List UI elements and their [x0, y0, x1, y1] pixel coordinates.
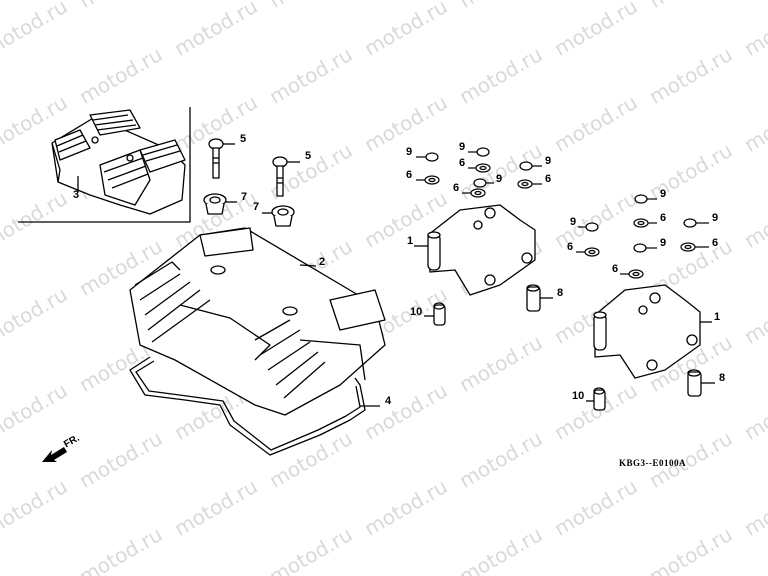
callout-2: 2 — [319, 256, 326, 268]
rocker-holder-left — [414, 204, 536, 296]
callout-9: 9 — [570, 216, 577, 228]
callout-9: 9 — [406, 146, 413, 158]
seal-7a — [203, 193, 237, 215]
callout-5: 5 — [305, 150, 312, 162]
callout-3: 3 — [73, 189, 80, 201]
gasket — [129, 356, 380, 456]
callout-6: 6 — [453, 182, 460, 194]
fasteners — [416, 147, 709, 279]
callout-7: 7 — [241, 191, 248, 203]
bolt-5a — [208, 138, 235, 179]
callout-9: 9 — [545, 155, 552, 167]
callout-9: 9 — [660, 237, 667, 249]
callout-6: 6 — [545, 173, 552, 185]
inset-frame — [18, 107, 191, 223]
callout-1: 1 — [407, 235, 414, 247]
dowel-8-right — [687, 369, 715, 397]
rocker-holder-right — [593, 284, 712, 379]
dowel-8-left — [526, 284, 553, 312]
callout-8: 8 — [719, 372, 726, 384]
callout-10: 10 — [410, 306, 423, 318]
callout-5: 5 — [240, 133, 247, 145]
callout-6: 6 — [459, 157, 466, 169]
callout-6: 6 — [567, 241, 574, 253]
callout-10: 10 — [572, 390, 585, 402]
seal-7b — [262, 205, 295, 227]
callout-9: 9 — [660, 188, 667, 200]
callout-9: 9 — [459, 141, 466, 153]
front-arrow-icon — [42, 447, 67, 462]
dowel-10-right — [586, 387, 606, 411]
head-cover — [129, 227, 386, 416]
drawing-code: KBG3--E0100A — [619, 458, 687, 468]
callout-6: 6 — [612, 263, 619, 275]
callout-8: 8 — [557, 287, 564, 299]
callout-7: 7 — [253, 201, 260, 213]
bolt-5b — [272, 156, 300, 197]
callout-9: 9 — [496, 173, 503, 185]
dowel-10-left — [424, 302, 446, 326]
callout-6: 6 — [712, 237, 719, 249]
callout-9: 9 — [712, 212, 719, 224]
inset-head-cover — [51, 109, 186, 215]
callout-4: 4 — [385, 395, 392, 407]
callout-1: 1 — [714, 311, 721, 323]
callout-6: 6 — [660, 212, 667, 224]
callout-6: 6 — [406, 169, 413, 181]
